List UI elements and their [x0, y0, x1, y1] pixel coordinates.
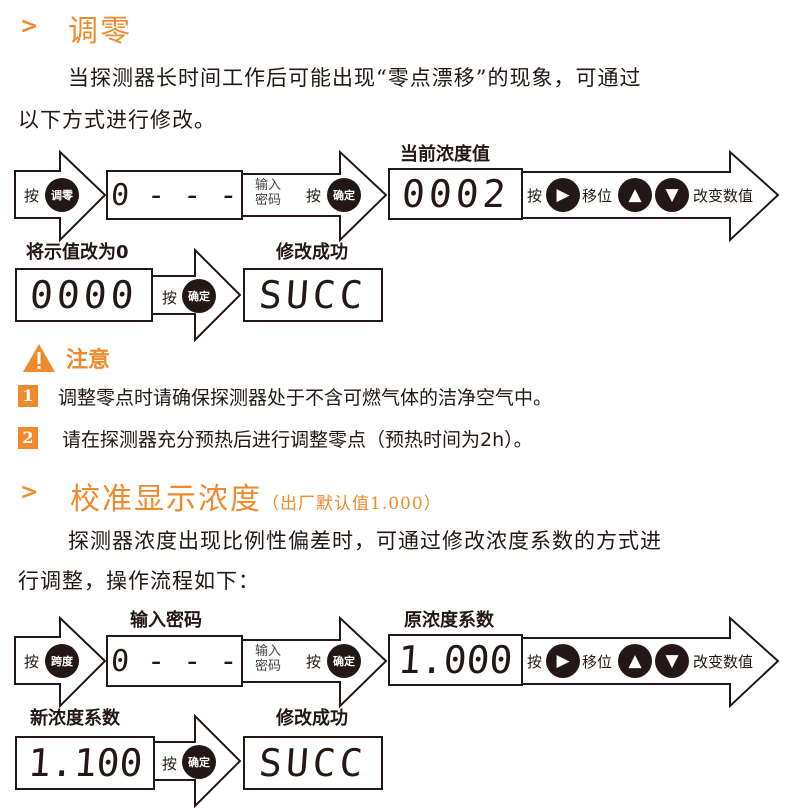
display-password: 0 - - -	[106, 635, 243, 687]
notice-title: 注意	[66, 348, 111, 373]
down-arrow-icon: ▼	[655, 178, 689, 212]
password-label: 输入密码	[130, 610, 202, 631]
paragraph-line: 当探测器长时间工作后可能出现“零点漂移”的现象，可通过	[68, 66, 642, 90]
paragraph-line: 探测器浓度出现比例性偏差时，可通过修改浓度系数的方式进	[68, 529, 662, 553]
display-zero: 0000	[15, 268, 153, 322]
shift-text: 移位	[582, 653, 613, 671]
shift-text: 移位	[582, 187, 613, 205]
current-value-label: 当前浓度值	[400, 144, 490, 165]
success-label: 修改成功	[276, 242, 348, 263]
success-label: 修改成功	[276, 708, 348, 729]
input-password-text: 输入密码	[255, 178, 282, 208]
confirm-button: 确定	[182, 745, 216, 779]
change-value-text: 改变数值	[693, 187, 754, 205]
display-success: SUCC	[243, 268, 383, 322]
press-text: 按	[527, 187, 543, 205]
up-arrow-icon: ▲	[618, 178, 652, 212]
subtitle-text: （出厂默认值1.000）	[262, 494, 442, 514]
paragraph-line: 以下方式进行修改。	[18, 108, 216, 132]
confirm-button: 确定	[327, 178, 361, 212]
section-title-zero: 调零	[68, 14, 132, 49]
section-title-calibrate: 校准显示浓度（出厂默认值1.000）	[70, 474, 442, 518]
set-zero-label: 将示值改为0	[26, 242, 129, 263]
item-number-badge: 2	[18, 427, 38, 449]
display-new-coefficient: 1.100	[15, 736, 155, 790]
press-text: 按	[162, 289, 178, 307]
up-arrow-icon: ▲	[618, 644, 652, 678]
display-success: SUCC	[243, 736, 383, 790]
down-arrow-icon: ▼	[655, 644, 689, 678]
display-orig-coefficient: 1.000	[388, 634, 523, 686]
press-text: 按	[306, 187, 322, 205]
right-arrow-icon: ▶	[546, 644, 580, 678]
confirm-button: 确定	[182, 279, 216, 313]
confirm-button: 确定	[327, 644, 361, 678]
press-text: 按	[162, 755, 178, 773]
title-text: 校准显示浓度	[70, 482, 262, 517]
notice-item: 调整零点时请确保探测器处于不含可燃气体的洁净空气中。	[58, 387, 553, 409]
notice-item: 请在探测器充分预热后进行调整零点（预热时间为2h）。	[62, 429, 533, 451]
section-marker: >	[20, 480, 39, 505]
input-password-text: 输入密码	[255, 644, 282, 674]
press-text: 按	[527, 653, 543, 671]
item-number-badge: 1	[18, 385, 38, 407]
right-arrow-icon: ▶	[546, 178, 580, 212]
press-text: 按	[24, 187, 40, 205]
press-text: 按	[24, 653, 40, 671]
zero-button: 调零	[45, 178, 79, 212]
section-marker: >	[20, 14, 39, 39]
span-button: 跨度	[45, 644, 79, 678]
warning-icon	[23, 344, 55, 372]
paragraph-line: 行调整，操作流程如下：	[18, 569, 260, 593]
change-value-text: 改变数值	[693, 653, 754, 671]
press-text: 按	[306, 653, 322, 671]
new-coefficient-label: 新浓度系数	[30, 708, 120, 729]
display-current: 0002	[388, 168, 523, 220]
orig-coefficient-label: 原浓度系数	[404, 610, 494, 631]
display-password: 0 - - -	[106, 170, 243, 220]
